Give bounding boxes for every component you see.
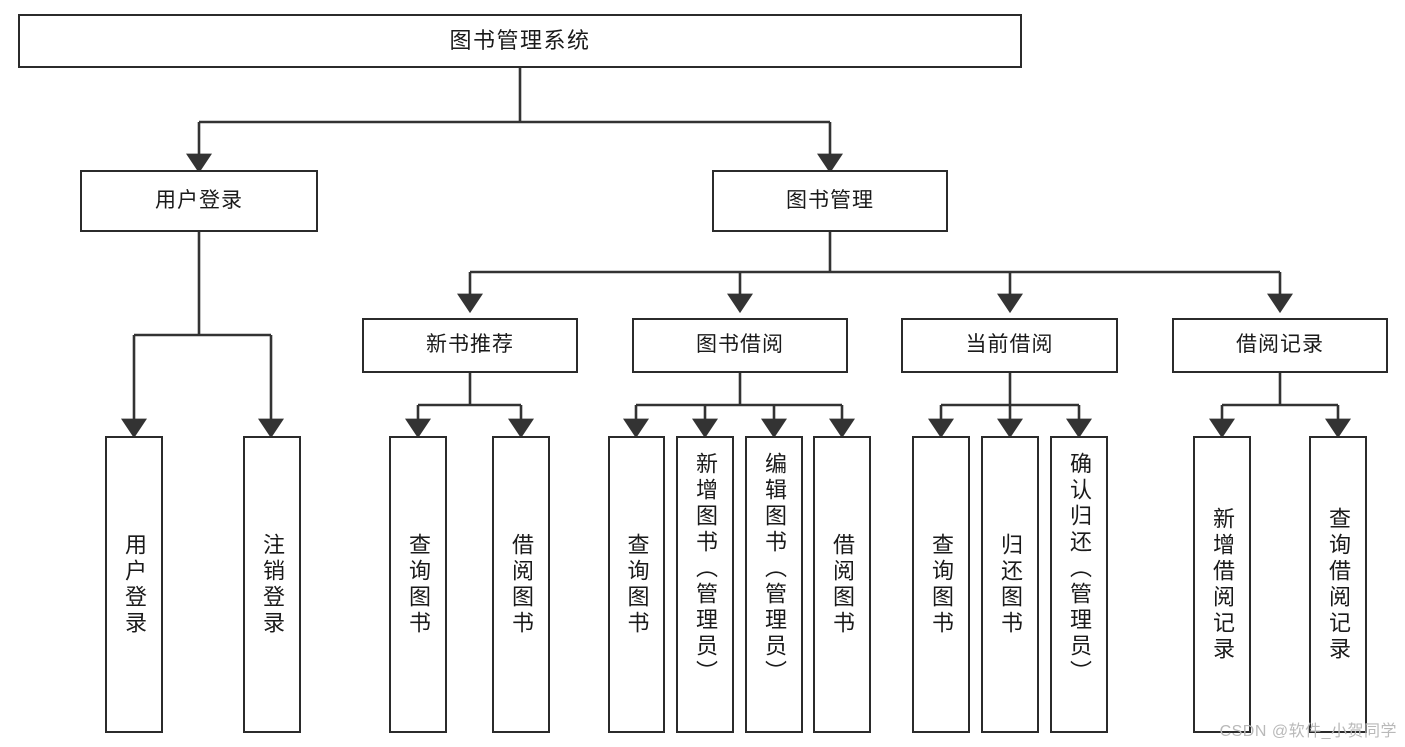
- node-label: 查询图书: [929, 532, 954, 637]
- node-borrow-records[interactable]: 借阅记录: [1172, 318, 1388, 373]
- node-label: 用户登录: [122, 532, 147, 637]
- node-book-borrow[interactable]: 图书借阅: [632, 318, 848, 373]
- node-leaf-current-return[interactable]: 归还图书: [981, 436, 1039, 733]
- node-leaf-records-query[interactable]: 查询借阅记录: [1309, 436, 1367, 733]
- node-label: 图书管理系统: [449, 28, 591, 54]
- node-leaf-user-login[interactable]: 用户登录: [105, 436, 163, 733]
- node-label: 查询图书: [406, 532, 431, 637]
- node-label: 新增借阅记录: [1210, 506, 1235, 663]
- node-label: 借阅图书: [830, 532, 855, 637]
- node-leaf-borrow-edit-admin[interactable]: 编辑图书（管理员）: [745, 436, 803, 733]
- node-leaf-borrow-borrowbook[interactable]: 借阅图书: [813, 436, 871, 733]
- node-new-book-recommend[interactable]: 新书推荐: [362, 318, 578, 373]
- node-leaf-current-query[interactable]: 查询图书: [912, 436, 970, 733]
- node-root-system[interactable]: 图书管理系统: [18, 14, 1022, 68]
- node-label: 当前借阅: [965, 333, 1054, 357]
- node-label: 用户登录: [155, 188, 243, 212]
- node-leaf-newbook-query[interactable]: 查询图书: [389, 436, 447, 733]
- node-label: 图书管理: [786, 188, 874, 212]
- node-label: 借阅图书: [509, 532, 534, 637]
- node-label: 查询图书: [624, 532, 650, 637]
- node-label: 查询借阅记录: [1326, 506, 1351, 663]
- node-leaf-records-add[interactable]: 新增借阅记录: [1193, 436, 1251, 733]
- node-leaf-current-confirm-admin[interactable]: 确认归还（管理员）: [1050, 436, 1108, 733]
- node-leaf-borrow-query[interactable]: 查询图书: [608, 436, 665, 733]
- node-label: 新增图书（管理员）: [693, 452, 718, 686]
- node-label: 确认归还（管理员）: [1067, 452, 1092, 686]
- node-book-management[interactable]: 图书管理: [712, 170, 948, 232]
- node-label: 注销登录: [260, 532, 285, 637]
- node-current-borrow[interactable]: 当前借阅: [901, 318, 1118, 373]
- node-leaf-borrow-add-admin[interactable]: 新增图书（管理员）: [676, 436, 734, 733]
- node-label: 借阅记录: [1236, 333, 1324, 357]
- node-leaf-newbook-borrow[interactable]: 借阅图书: [492, 436, 550, 733]
- node-user-login[interactable]: 用户登录: [80, 170, 318, 232]
- node-label: 归还图书: [998, 532, 1023, 637]
- node-label: 新书推荐: [426, 333, 514, 357]
- node-leaf-user-logout[interactable]: 注销登录: [243, 436, 301, 733]
- node-label: 图书借阅: [696, 333, 784, 357]
- node-label: 编辑图书（管理员）: [762, 452, 787, 686]
